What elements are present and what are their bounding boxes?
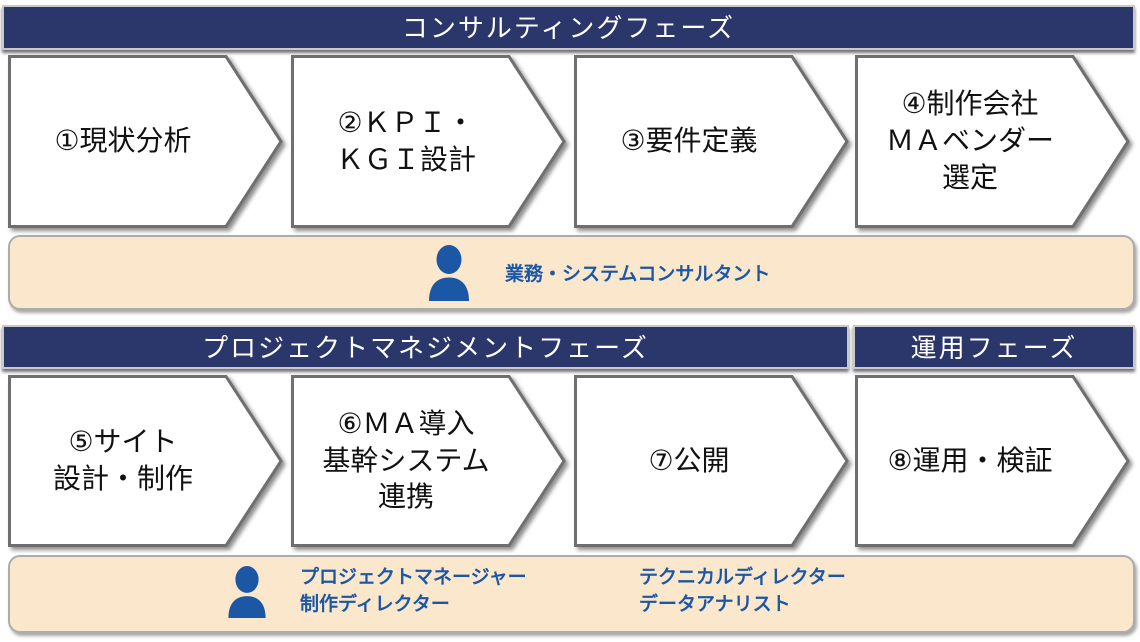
chevron-arrow-shape <box>855 375 1130 547</box>
project-management-phase-header: プロジェクトマネジメントフェーズ <box>2 325 849 369</box>
chevron-arrow-shape <box>574 55 849 228</box>
step-4-vendor-selection: ④制作会社 ＭＡベンダー 選定 <box>855 55 1130 228</box>
step-4-label: ④制作会社 ＭＡベンダー 選定 <box>885 88 1054 193</box>
step-1-label: ①現状分析 <box>54 125 192 157</box>
step-8-label: ⑧運用・検証 <box>887 444 1053 476</box>
project-management-phase-title: プロジェクトマネジメントフェーズ <box>202 332 649 363</box>
project-role-bar: プロジェクトマネージャー 制作ディレクター テクニカルディレクター データアナリ… <box>8 555 1135 633</box>
step-6-label: ⑥ＭＡ導入 基幹システム 連携 <box>322 407 490 513</box>
chevron-arrow-shape <box>574 375 849 547</box>
consulting-phase-header: コンサルティングフェーズ <box>2 5 1135 50</box>
step-8-operation-validation: ⑧運用・検証 <box>855 375 1130 547</box>
consulting-role-label: 業務・システムコンサルタント <box>505 264 771 285</box>
step-7-launch: ⑦公開 <box>574 375 849 547</box>
chevron-arrow-shape <box>855 55 1130 228</box>
consulting-phase-title: コンサルティングフェーズ <box>401 13 736 43</box>
chevron-arrow-shape <box>8 55 283 228</box>
person-icon <box>228 566 266 618</box>
operation-phase-title: 運用フェーズ <box>910 332 1078 363</box>
chevron-arrow-shape <box>291 55 566 228</box>
step-6-ma-integration: ⑥ＭＡ導入 基幹システム 連携 <box>291 375 566 547</box>
person-icon <box>429 245 469 301</box>
operation-phase-header: 運用フェーズ <box>853 325 1135 369</box>
step-3-label: ③要件定義 <box>620 125 758 157</box>
chevron-arrow-shape <box>8 375 283 547</box>
step-2-kpi-kgi-design: ②ＫＰＩ・ ＫＧＩ設計 <box>291 55 566 228</box>
step-1-current-analysis: ①現状分析 <box>8 55 283 228</box>
project-role-group2: テクニカルディレクター データアナリスト <box>639 567 846 615</box>
project-role-group1: プロジェクトマネージャー 制作ディレクター <box>300 567 527 615</box>
chevron-arrow-shape <box>291 375 566 547</box>
step-3-requirements: ③要件定義 <box>574 55 849 228</box>
step-5-label: ⑤サイト 設計・制作 <box>52 426 193 494</box>
step-5-site-design: ⑤サイト 設計・制作 <box>8 375 283 547</box>
consulting-role-bar: 業務・システムコンサルタント <box>8 235 1135 310</box>
step-2-label: ②ＫＰＩ・ ＫＧＩ設計 <box>335 106 476 175</box>
step-7-label: ⑦公開 <box>648 444 730 476</box>
